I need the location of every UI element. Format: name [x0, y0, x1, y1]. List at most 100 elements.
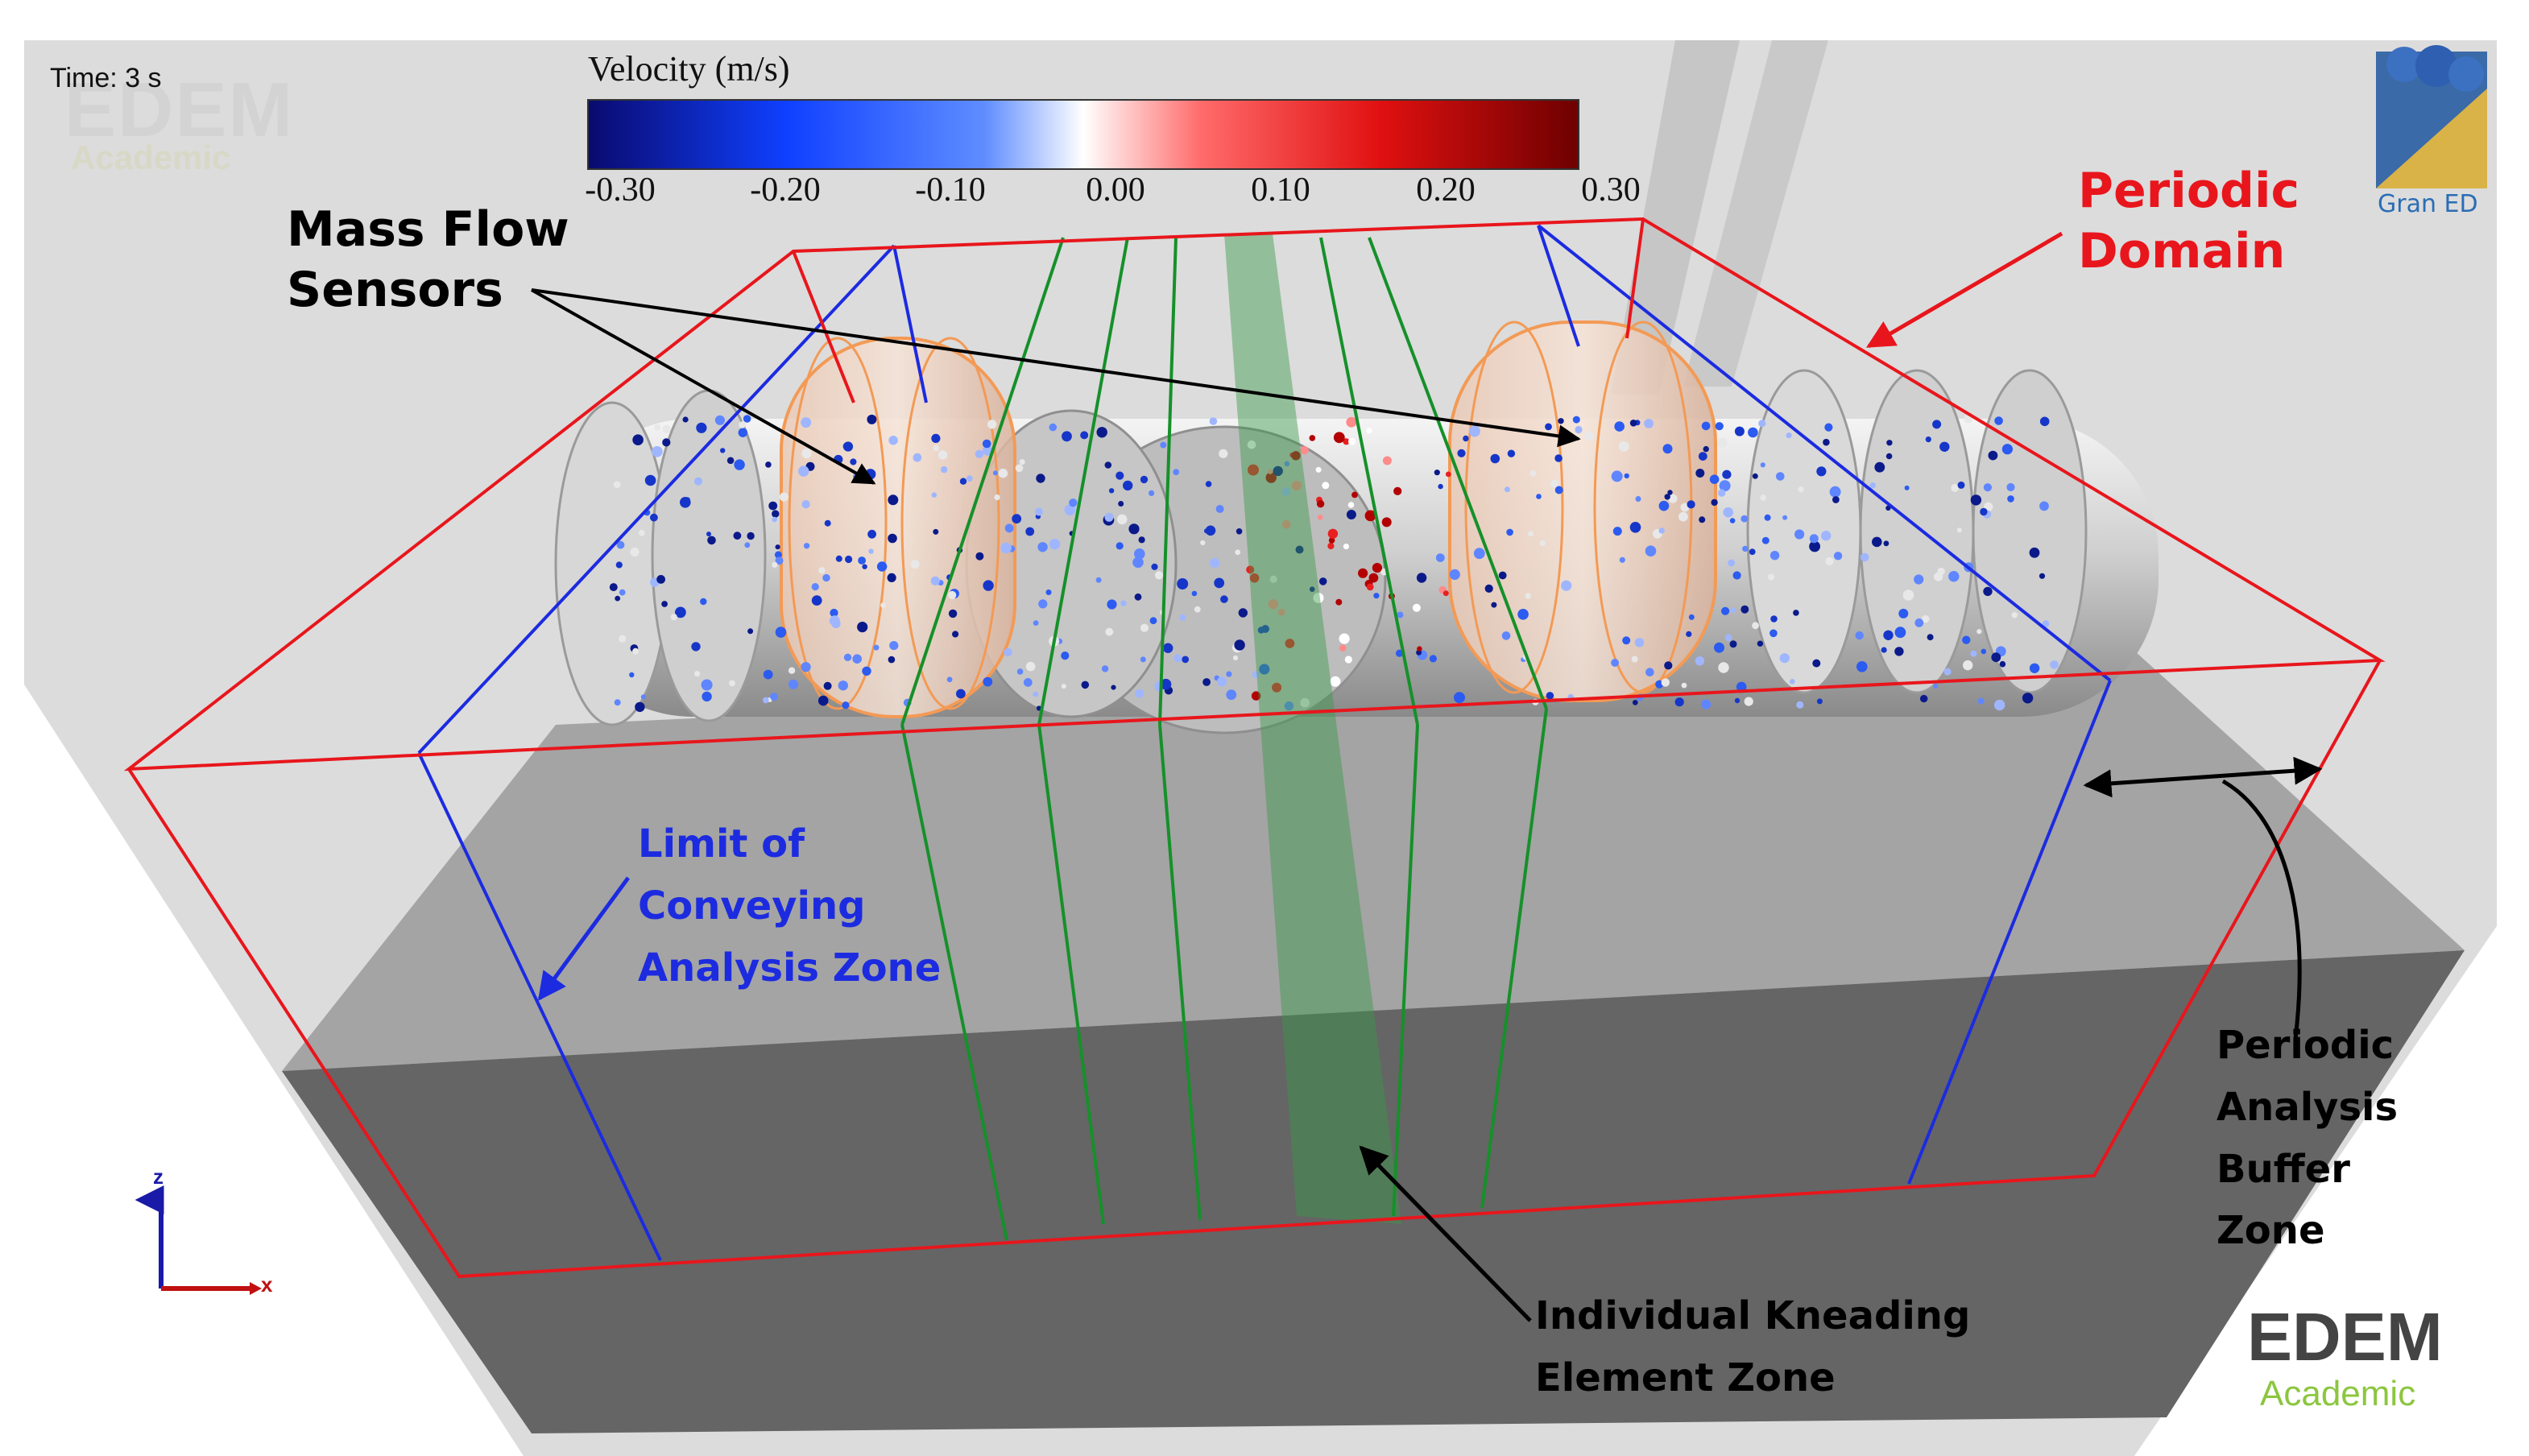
- colorbar-tick: -0.20: [750, 172, 821, 209]
- particle: [1295, 545, 1304, 554]
- velocity-colorbar: [587, 99, 1579, 170]
- particle: [798, 465, 809, 477]
- particle: [1134, 548, 1145, 560]
- particle: [1856, 661, 1868, 672]
- particle: [1963, 660, 1973, 671]
- particle: [889, 641, 899, 651]
- particle: [1173, 654, 1182, 663]
- particle: [1832, 496, 1840, 503]
- particle: [1080, 431, 1089, 440]
- particle: [1611, 470, 1623, 482]
- particle: [1734, 426, 1745, 436]
- particle: [829, 615, 840, 627]
- coordinate-axes: [135, 1185, 262, 1295]
- particle: [1004, 523, 1014, 533]
- particle: [1790, 679, 1795, 685]
- particle: [1438, 483, 1443, 490]
- particle: [788, 667, 796, 674]
- particle: [1140, 623, 1149, 632]
- particle: [2050, 660, 2059, 669]
- particle: [1678, 511, 1688, 522]
- particle: [888, 436, 898, 445]
- particle: [661, 601, 668, 607]
- particle: [640, 694, 647, 700]
- particle: [1752, 622, 1760, 630]
- particle: [1104, 461, 1112, 469]
- particle: [1611, 659, 1620, 667]
- particle: [1096, 427, 1107, 438]
- particle: [867, 529, 876, 539]
- particle: [817, 695, 829, 706]
- particle: [1786, 432, 1792, 439]
- particle: [1645, 545, 1657, 556]
- particle: [1364, 510, 1376, 522]
- particle: [1546, 692, 1554, 700]
- particle: [842, 441, 854, 452]
- particle: [1554, 454, 1563, 462]
- particle: [1622, 636, 1631, 645]
- particle: [614, 699, 621, 706]
- particle: [956, 689, 966, 699]
- particle: [2022, 693, 2034, 704]
- particle: [1173, 469, 1180, 476]
- particle: [868, 548, 874, 554]
- kneading-element-zone: [900, 234, 1548, 1241]
- particle: [1769, 551, 1780, 560]
- particle: [613, 481, 621, 489]
- particle: [1701, 421, 1711, 431]
- particle: [1988, 450, 1998, 461]
- particle: [1025, 661, 1036, 672]
- particle: [1635, 496, 1641, 502]
- particle: [1251, 691, 1261, 701]
- particle: [1962, 635, 1971, 644]
- particle: [1572, 416, 1580, 424]
- particle: [1037, 542, 1048, 552]
- particle: [1036, 474, 1045, 483]
- particle: [873, 644, 880, 651]
- colorbar-tick: 0.00: [1086, 172, 1145, 209]
- particle: [1768, 573, 1775, 581]
- particle: [720, 448, 726, 453]
- particle: [1736, 681, 1747, 693]
- particle: [1328, 537, 1335, 544]
- axis-z-label: z: [153, 1164, 163, 1189]
- particle: [1645, 668, 1654, 676]
- particle: [946, 676, 953, 683]
- particle: [1681, 682, 1687, 689]
- particle: [770, 693, 778, 701]
- particle: [1937, 567, 1945, 576]
- granular-logo: [2376, 45, 2487, 188]
- mass-flow-sensors-label: Mass Flow Sensors: [287, 201, 569, 318]
- particle: [1881, 647, 1887, 653]
- particle: [1313, 593, 1324, 603]
- particle: [1236, 528, 1243, 535]
- particle: [1991, 652, 2001, 663]
- particle: [1922, 615, 1930, 623]
- particle: [654, 424, 661, 431]
- particle: [1120, 600, 1127, 606]
- particle: [1442, 590, 1449, 597]
- particle: [1115, 471, 1124, 480]
- particle: [1904, 485, 1910, 490]
- particle: [1284, 701, 1294, 711]
- particle: [1151, 563, 1158, 571]
- particle: [975, 552, 984, 560]
- particle: [706, 532, 711, 537]
- periodic-domain-label: Periodic Domain: [2078, 163, 2300, 279]
- particle: [1435, 553, 1445, 562]
- particle: [635, 701, 645, 713]
- particle: [1779, 653, 1790, 664]
- particle: [1809, 540, 1821, 552]
- particle: [1740, 605, 1749, 614]
- particle: [1194, 606, 1201, 613]
- particle: [858, 556, 866, 565]
- particle: [1757, 640, 1764, 647]
- particle: [1970, 650, 1977, 657]
- particle: [857, 622, 868, 633]
- particle: [938, 450, 948, 460]
- particle: [1558, 418, 1564, 424]
- particle: [1105, 627, 1114, 636]
- particle: [1333, 432, 1345, 444]
- particle: [1049, 538, 1061, 550]
